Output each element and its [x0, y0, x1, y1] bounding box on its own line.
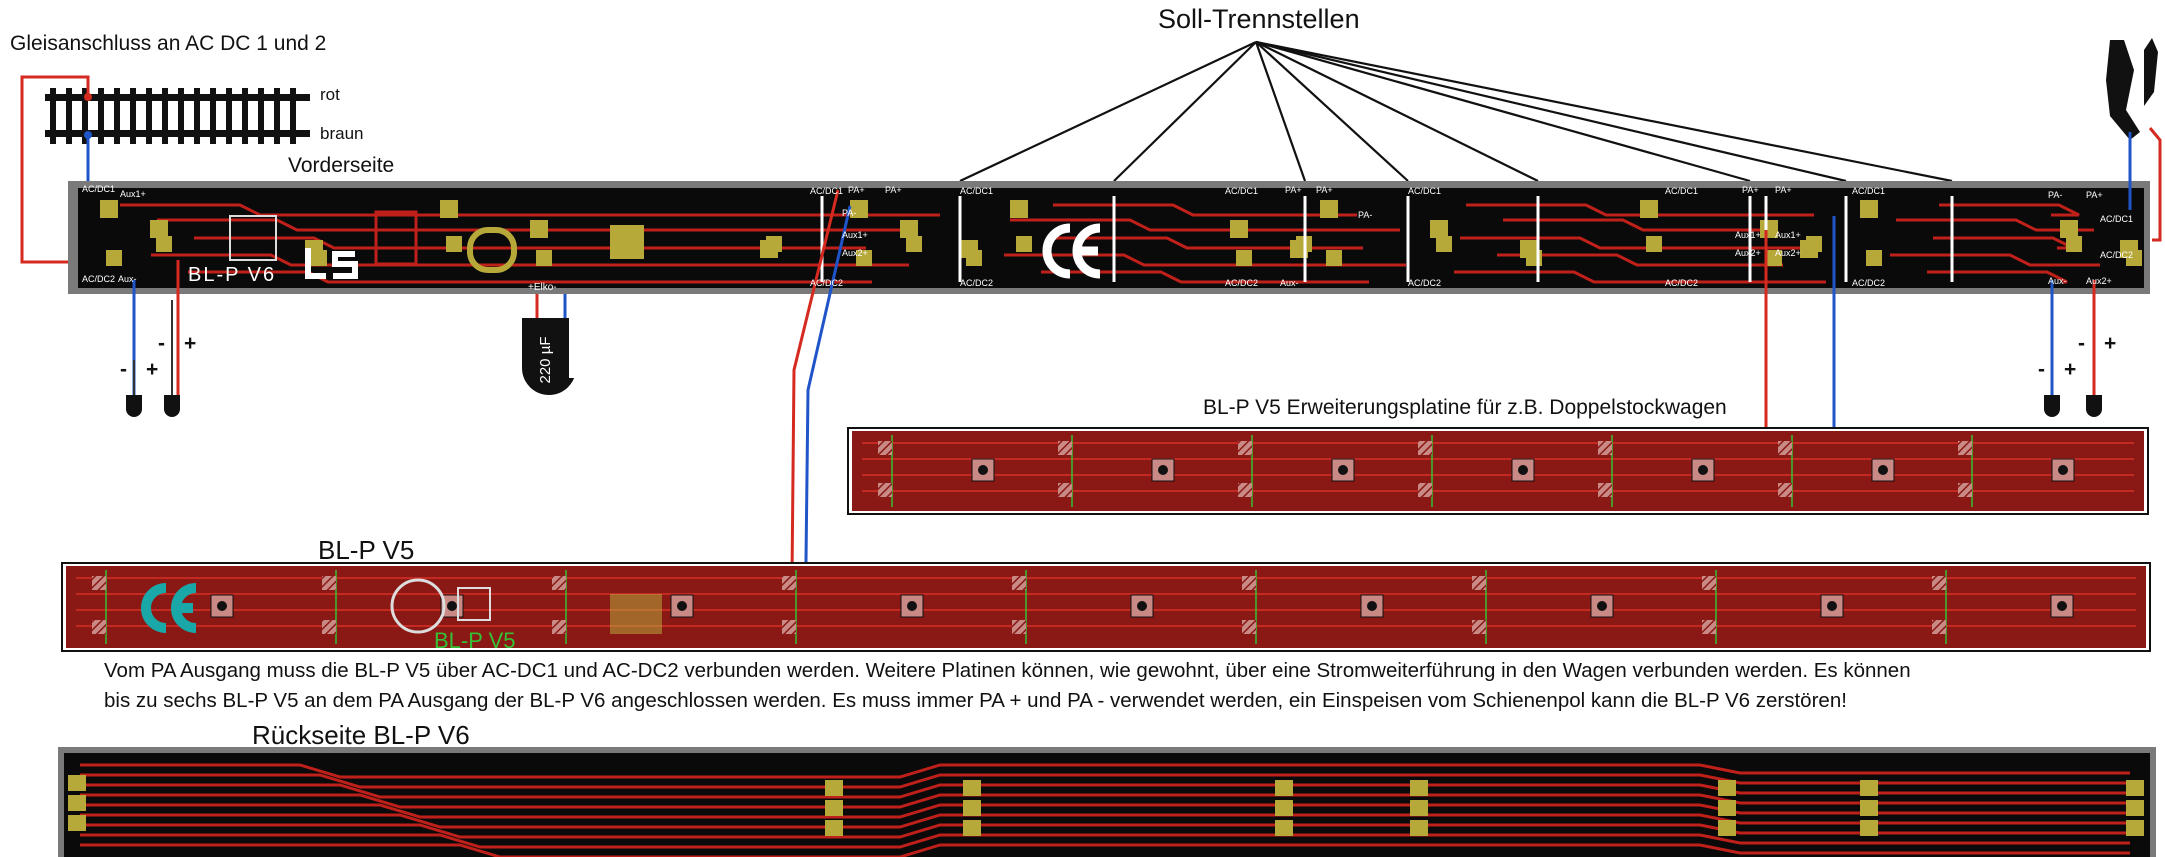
- pad-label: Aux2+: [1735, 248, 1761, 258]
- pad-label: PA-: [2048, 190, 2062, 200]
- board-v6-front: [68, 181, 2150, 294]
- board-v5-extension: [847, 427, 2149, 515]
- vorderseite-label: Vorderseite: [288, 154, 395, 177]
- pad-label: Aux1+: [120, 189, 146, 199]
- trennstelle-line: [1113, 41, 1257, 182]
- qfp-chip-icon: [610, 225, 644, 259]
- pad-label: PA+: [1775, 185, 1792, 195]
- pad-label: AC/DC1: [810, 186, 843, 196]
- led-left-minus: -: [120, 358, 127, 381]
- pad-label: AC/DC2: [2100, 250, 2133, 260]
- pad-label: Aux1+: [842, 230, 868, 240]
- elko-silk: +Elko-: [528, 282, 557, 293]
- trennstelle-line: [959, 41, 1257, 182]
- blp-v5-title: BL-P V5: [318, 535, 415, 565]
- pad-label: AC/DC1: [960, 186, 993, 196]
- pad-label: AC/DC2: [1665, 278, 1698, 288]
- pad-label: Aux1+: [1775, 230, 1801, 240]
- pad-label: AC/DC2: [1408, 278, 1441, 288]
- pad-label: PA+: [1742, 185, 1759, 195]
- pad-label: AC/DC1: [2100, 214, 2133, 224]
- rail-label-rot: rot: [320, 85, 340, 104]
- pad-label: AC/DC2: [82, 274, 115, 284]
- trennstelle-line: [1255, 40, 1847, 183]
- ls-logo-icon: [305, 248, 358, 279]
- led-right-plus-2: +: [2104, 332, 2117, 355]
- pad-label: Aux2+: [2086, 276, 2112, 286]
- pad-label: PA-: [842, 208, 856, 218]
- clip-icon: [2106, 38, 2158, 140]
- pad-label: AC/DC2: [1225, 278, 1258, 288]
- pad-label: PA+: [1316, 185, 1333, 195]
- v6-silk-name: BL-P V6: [188, 264, 276, 286]
- pad-label: AC/DC2: [1852, 278, 1885, 288]
- pad-label: AC/DC1: [1408, 186, 1441, 196]
- pad-label: PA-: [1358, 210, 1372, 220]
- wiring-note: Vom PA Ausgang muss die BL-P V5 über AC-…: [104, 656, 1911, 716]
- led-pair-right: [2044, 280, 2102, 417]
- led-left-minus-2: -: [158, 332, 165, 355]
- pad-label: PA+: [848, 185, 865, 195]
- trennstelle-line: [1254, 41, 1307, 182]
- pad-label: PA+: [1285, 185, 1302, 195]
- gleisanschluss-title: Gleisanschluss an AC DC 1 und 2: [10, 32, 327, 55]
- led-pair-left: [126, 260, 180, 417]
- capacitor-label: 220 µF: [537, 337, 554, 384]
- board-v5: BL-P V5: [61, 562, 2151, 653]
- pad-label: AC/DC1: [82, 184, 115, 194]
- led-right-plus: +: [2064, 358, 2077, 381]
- trennstelle-line: [1255, 41, 1409, 182]
- pad-label: PA+: [885, 185, 902, 195]
- pad-label: AC/DC2: [960, 278, 993, 288]
- led-left-plus: +: [146, 358, 159, 381]
- ce-mark-cyan-icon: [141, 583, 197, 633]
- pad-label: Aux-: [1280, 278, 1299, 288]
- pad-label: Aux2+: [1775, 248, 1801, 258]
- pad-label: Aux-: [118, 274, 137, 284]
- pad-label: Aux2+: [842, 248, 868, 258]
- soll-trennstellen-lines: [959, 40, 1953, 183]
- pad-label: PA+: [2086, 190, 2103, 200]
- ce-mark-icon: [1042, 223, 1101, 279]
- clip-wires: [2128, 127, 2162, 242]
- trennstelle-line: [1255, 40, 1953, 183]
- capacitor-220uf-icon: 220 µF: [522, 294, 576, 395]
- pad-label: AC/DC1: [1225, 186, 1258, 196]
- led-right-minus: -: [2038, 358, 2045, 381]
- pad-label: Aux-: [2048, 276, 2067, 286]
- chip-icon: [229, 215, 277, 261]
- led-left-plus-2: +: [184, 332, 197, 355]
- note-line-2: bis zu sechs BL-P V5 an dem PA Ausgang d…: [104, 689, 1847, 712]
- rail-track-icon: [45, 88, 310, 144]
- soll-trennstellen-title: Soll-Trennstellen: [1158, 4, 1360, 34]
- trennstelle-line: [1255, 41, 1539, 182]
- pad-label: AC/DC1: [1665, 186, 1698, 196]
- v5-silk-name: BL-P V5: [434, 628, 516, 653]
- rail-label-braun: braun: [320, 124, 364, 143]
- trennstelle-line: [1255, 40, 1751, 183]
- pad-label: AC/DC1: [1852, 186, 1885, 196]
- pad-label: AC/DC2: [810, 278, 843, 288]
- pad-label: Aux1+: [1735, 230, 1761, 240]
- note-line-1: Vom PA Ausgang muss die BL-P V5 über AC-…: [104, 659, 1911, 682]
- erweiterungsplatine-title: BL-P V5 Erweiterungsplatine für z.B. Dop…: [1203, 396, 1727, 419]
- led-right-minus-2: -: [2078, 332, 2085, 355]
- board-v6-back: [58, 747, 2156, 857]
- rueckseite-title: Rückseite BL-P V6: [252, 720, 470, 750]
